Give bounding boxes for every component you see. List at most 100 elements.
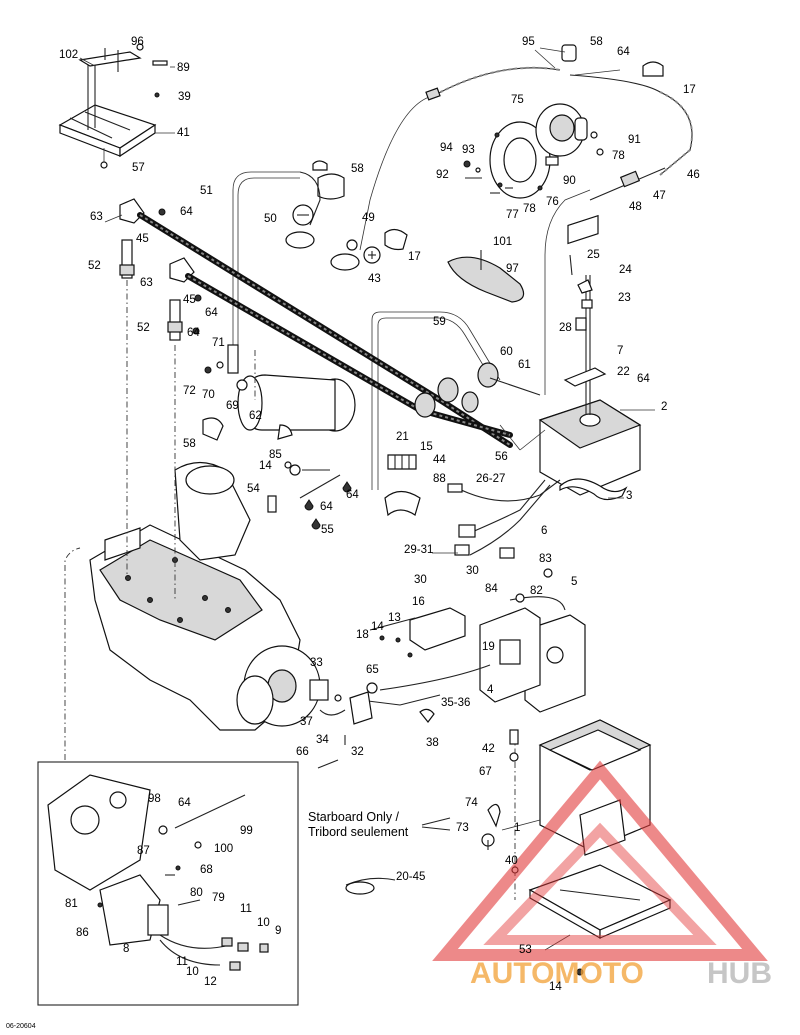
callout-c22: 22 (617, 366, 630, 378)
callout-c8: 8 (123, 943, 129, 955)
callout-c33: 33 (310, 657, 323, 669)
callout-c77: 77 (506, 209, 519, 221)
callout-c1: 1 (514, 822, 520, 834)
callout-c12: 12 (204, 976, 217, 988)
callout-c19: 19 (482, 641, 495, 653)
callout-c64a: 64 (617, 46, 630, 58)
callout-c41: 41 (177, 127, 190, 139)
small-hardware (267, 461, 352, 530)
callout-c69: 69 (226, 400, 239, 412)
callout-c16: 16 (412, 596, 425, 608)
callout-c4: 4 (487, 684, 494, 696)
callout-c56: 56 (495, 451, 508, 463)
callout-c64g: 64 (320, 501, 333, 513)
callout-c48: 48 (629, 201, 642, 213)
callout-c24: 24 (619, 264, 632, 276)
callout-c89: 89 (177, 62, 190, 74)
figure-code: 06-20604 (6, 1023, 36, 1030)
callout-c52a: 52 (88, 260, 101, 272)
callout-c87: 87 (137, 845, 150, 857)
callout-c2: 2 (661, 401, 667, 413)
callout-c92: 92 (436, 169, 449, 181)
callout-c76: 76 (546, 196, 559, 208)
callout-c66: 66 (296, 746, 309, 758)
callout-c30b: 30 (414, 574, 427, 586)
callout-c64d: 64 (187, 327, 200, 339)
callout-c2931: 29-31 (404, 544, 433, 556)
callout-c78b: 78 (523, 203, 536, 215)
callout-c11b: 11 (176, 956, 188, 968)
callout-c78a: 78 (612, 150, 625, 162)
watermark-logo: AUTOMOTO HUB (432, 760, 772, 990)
callout-c15: 15 (420, 441, 433, 453)
callout-c64h: 64 (178, 797, 191, 809)
callout-c13: 13 (388, 612, 401, 624)
watermark-brand-right: HUB (707, 957, 772, 990)
callout-c85: 85 (269, 449, 282, 461)
callout-c50: 50 (264, 213, 277, 225)
callout-c17a: 17 (683, 84, 696, 96)
callout-c26: 26-27 (476, 473, 505, 485)
callout-c97: 97 (506, 263, 519, 275)
callout-c14a: 14 (259, 460, 272, 472)
callout-c10b: 10 (186, 966, 199, 978)
callout-c61: 61 (518, 359, 531, 371)
callout-c37: 37 (300, 716, 313, 728)
callout-c23: 23 (618, 292, 631, 304)
battery-bracket (58, 43, 168, 169)
callout-c46: 46 (687, 169, 700, 181)
callout-c30a: 30 (466, 565, 479, 577)
callout-c55: 55 (321, 524, 334, 536)
callout-c90: 90 (563, 175, 576, 187)
callout-c32: 32 (351, 746, 364, 758)
starter-motor (202, 344, 356, 441)
callout-c91: 91 (628, 134, 641, 146)
callout-c49: 49 (362, 212, 375, 224)
callout-c45b: 45 (183, 294, 196, 306)
callout-c5: 5 (571, 576, 577, 588)
callout-c59: 59 (433, 316, 446, 328)
callout-c63b: 63 (140, 277, 153, 289)
callout-c72: 72 (183, 385, 196, 397)
callout-c18: 18 (356, 629, 369, 641)
callout-c65: 65 (366, 664, 379, 676)
callout-c51: 51 (200, 185, 213, 197)
callout-c58b: 58 (351, 163, 364, 175)
callout-c82: 82 (530, 585, 543, 597)
primer-bulb (447, 250, 525, 303)
electrical-plate (359, 568, 586, 713)
callout-c99: 99 (240, 825, 253, 837)
callout-c84: 84 (485, 583, 498, 595)
ignition-cables (119, 198, 541, 448)
callout-c57: 57 (132, 162, 145, 174)
callout-c14c: 14 (549, 981, 562, 993)
callout-c17b: 17 (408, 251, 421, 263)
throttle-cable (425, 44, 693, 201)
callout-c21: 21 (396, 431, 409, 443)
callout-c39: 39 (178, 91, 191, 103)
callout-c40: 40 (505, 855, 518, 867)
callout-c93: 93 (462, 144, 475, 156)
callout-c42: 42 (482, 743, 495, 755)
callout-c43: 43 (368, 273, 381, 285)
callout-c7: 7 (617, 345, 623, 357)
oil-pump-assembly (463, 103, 604, 199)
callout-c25: 25 (587, 249, 600, 261)
ignition-box (538, 214, 642, 501)
callout-c101: 101 (493, 236, 512, 248)
callout-c71: 71 (212, 337, 225, 349)
callout-c52b: 52 (137, 322, 150, 334)
callout-c88: 88 (433, 473, 446, 485)
callout-c70: 70 (202, 389, 215, 401)
callout-c38: 38 (426, 737, 439, 749)
callout-c45a: 45 (136, 233, 149, 245)
callout-c2045: 20-45 (396, 871, 425, 883)
watermark-brand-left: AUTOMOTO (470, 957, 644, 990)
callout-c63a: 63 (90, 211, 103, 223)
callout-c9: 9 (275, 925, 281, 937)
callout-c86: 86 (76, 927, 89, 939)
callout-c102: 102 (59, 49, 78, 61)
starter-solenoid (309, 679, 435, 769)
